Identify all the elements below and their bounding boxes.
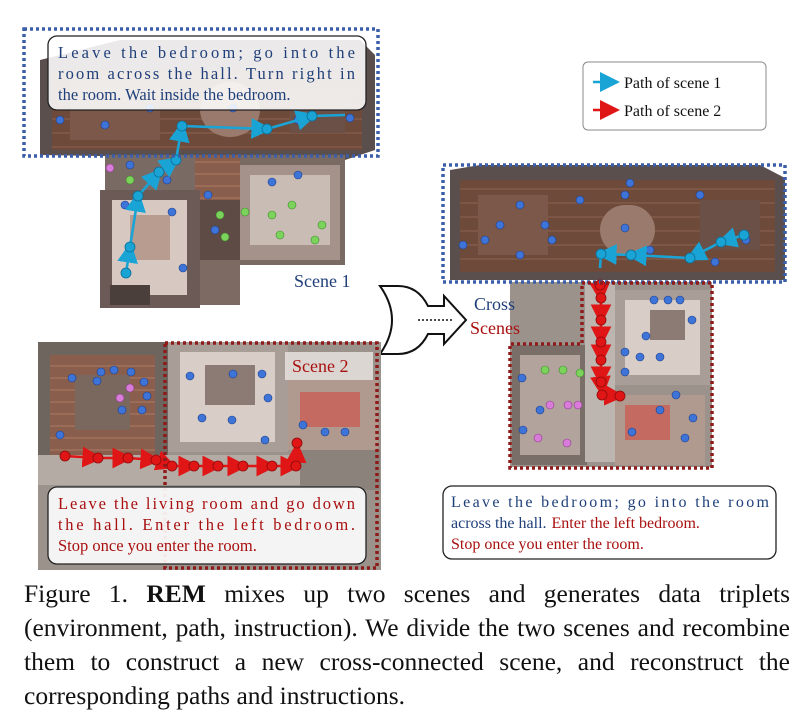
transform-arrow-icon [378,285,468,355]
figure-1: Leave the bedroom; go into the room acro… [22,27,787,570]
scene1-instruction-line1: Leave the bedroom; go into the [58,43,355,62]
scene2-map [38,341,381,570]
caption-text: mixes up two scenes and generates data t… [24,579,791,710]
cross-label-line2: Scenes [470,318,520,338]
legend [582,61,767,131]
cross-scene-map [441,163,787,560]
legend-path1-label: Path of scene 1 [624,75,721,92]
scene1-instruction-line2: room across the hall. Turn right in [58,64,355,83]
scene2-instruction-line2: the hall. Enter the left bedroom. [58,515,355,534]
scene2-instruction-line3: Stop once you enter the room. [58,536,257,555]
figure-caption: Figure 1. REM mixes up two scenes and ge… [24,577,790,713]
legend-path2-label: Path of scene 2 [624,103,721,120]
scene1-instruction-line3: the room. Wait inside the bedroom. [58,85,291,104]
cross-label-line1: Cross [474,294,515,314]
caption-prefix: Figure 1. [24,579,129,608]
caption-bold: REM [146,579,206,608]
scene1-label: Scene 1 [294,271,350,291]
scene1-map [22,27,380,308]
cross-instruction-line2-blue: across the hall. [451,515,547,532]
cross-instruction-line2: across the hall. Enter the left bedroom. [451,515,700,532]
cross-instruction-line2-red: Enter the left bedroom. [552,515,700,532]
scene2-label: Scene 2 [292,356,348,376]
cross-instruction-line3: Stop once you enter the room. [451,536,644,553]
scene2-instruction-line1: Leave the living room and go down [58,494,355,513]
cross-instruction-line1: Leave the bedroom; go into the room [451,494,770,511]
